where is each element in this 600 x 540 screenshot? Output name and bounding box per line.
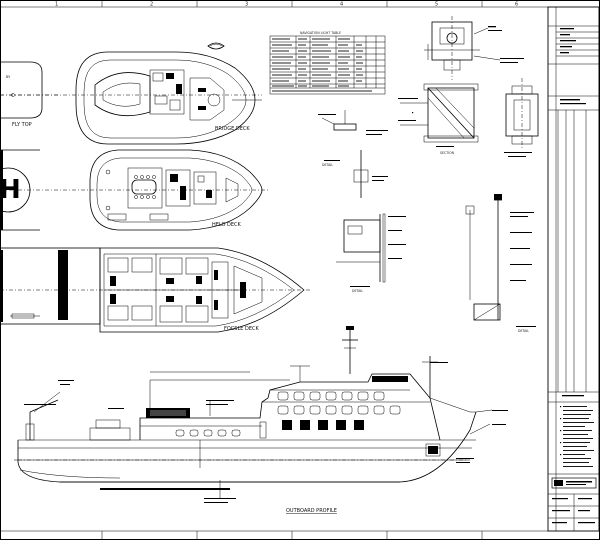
grid-label: 5 xyxy=(435,2,438,8)
view-label-outboard-profile: OUTBOARD PROFILE xyxy=(286,508,337,514)
grid-label: 2 xyxy=(150,2,153,8)
table-title: NAVIGATION LIGHT TABLE xyxy=(300,31,341,35)
outboard-profile: OUTBOARD PROFILE xyxy=(14,326,508,514)
view-label-focsle-deck: FOCSLE DECK xyxy=(224,326,260,332)
view-label-helo-deck: HELO DECK xyxy=(212,222,242,228)
svg-text:H: H xyxy=(0,175,21,205)
grid-label: 3 xyxy=(245,2,248,8)
focsle-deck-plan: FOCSLE DECK xyxy=(0,247,310,333)
section-detail-c: DETAIL xyxy=(336,213,406,293)
general-notes xyxy=(560,406,594,467)
mast-fitting-detail xyxy=(424,16,524,80)
grid-label: 1 xyxy=(55,2,58,8)
grid-column-labels: 1 2 3 4 5 6 xyxy=(55,2,518,8)
view-label-fly-top: FLY TOP xyxy=(12,122,32,128)
section-detail-d: DETAIL xyxy=(465,194,536,333)
svg-text:DETAIL: DETAIL xyxy=(518,329,529,333)
helo-deck-plan: H HELO DECK xyxy=(0,149,268,231)
grid-label: 6 xyxy=(515,2,518,8)
davit-base-detail: SECTION xyxy=(398,83,479,155)
svg-text:DETAIL: DETAIL xyxy=(352,289,363,293)
svg-text:B5: B5 xyxy=(6,75,10,79)
svg-text:SECTION: SECTION xyxy=(440,151,455,155)
section-detail-b xyxy=(353,150,388,198)
view-label-bridge-deck: BRIDGE DECK xyxy=(215,126,250,132)
navigation-light-table: NAVIGATION LIGHT TABLE xyxy=(269,31,386,95)
section-detail-a: DETAIL xyxy=(318,110,388,167)
pedestal-detail xyxy=(504,78,539,157)
svg-text:DETAIL: DETAIL xyxy=(322,163,333,167)
grid-tick-marks xyxy=(101,0,483,540)
bridge-deck-plan: BRIDGE DECK xyxy=(0,42,262,145)
title-block xyxy=(547,6,600,532)
grid-label: 4 xyxy=(340,2,343,8)
